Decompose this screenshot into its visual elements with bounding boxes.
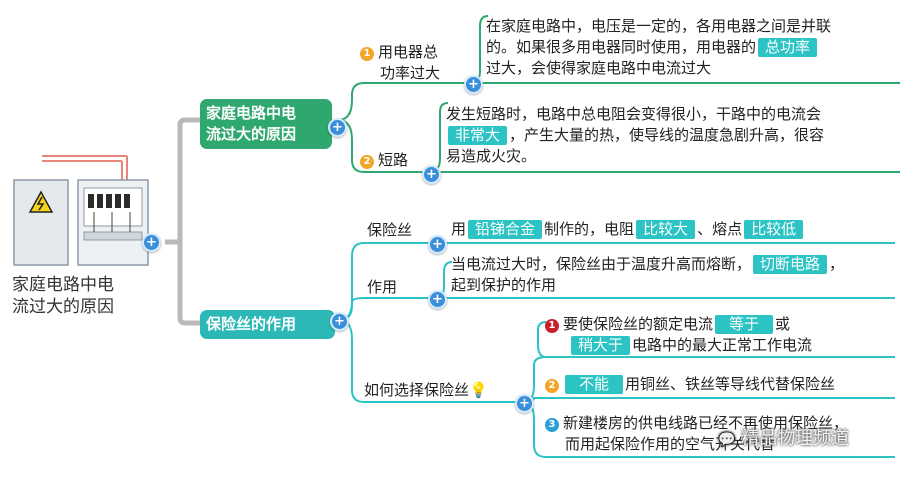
highlight-equal-to: 等于: [715, 315, 774, 334]
node-how-to-choose-fuse[interactable]: 如何选择保险丝💡: [364, 381, 488, 399]
electrical-box-illustration: [12, 152, 152, 270]
number-badge-1: 1: [545, 319, 559, 333]
node-function[interactable]: 作用: [367, 278, 398, 296]
number-badge-3: 3: [545, 418, 559, 432]
topic-household-overcurrent-causes[interactable]: 家庭电路中电 流过大的原因: [200, 99, 332, 149]
highlight-lead-antimony-alloy: 铅锑合金: [468, 220, 543, 239]
highlight-total-power: 总功率: [758, 38, 818, 57]
distribution-box-icon: [13, 155, 149, 266]
highlight-slightly-larger: 稍大于: [571, 336, 631, 355]
fuse-expand-button[interactable]: +: [428, 235, 447, 254]
lightbulb-icon: 💡: [469, 381, 488, 399]
detail-total-power: 在家庭电路中，电压是一定的，各用电器之间是并联 的。如果很多用电器同时使用，用电…: [486, 17, 832, 77]
topic-fuse-function[interactable]: 保险丝的作用: [200, 310, 335, 339]
branch1-expand-button[interactable]: +: [328, 118, 347, 137]
highlight-relatively-large: 比较大: [636, 220, 696, 239]
choose-expand-button[interactable]: +: [515, 394, 534, 413]
highlight-cannot: 不能: [565, 375, 624, 394]
highlight-cut-circuit: 切断电路: [753, 255, 828, 274]
chat-bubble-icon: 💬: [718, 432, 736, 448]
detail-fuse-role: 当电流过大时，保险丝由于温度升高而熔断，切断电路， 起到保护的作用: [451, 255, 845, 294]
detail-fuse-material: 用铅锑合金制作的，电阻比较大、熔点比较低: [451, 219, 901, 240]
number-badge-2: 2: [545, 379, 559, 393]
function-expand-button[interactable]: +: [428, 290, 447, 309]
watermark: 💬 精品物理频道: [718, 428, 850, 449]
branch2-expand-button[interactable]: +: [330, 312, 349, 331]
highlight-relatively-low: 比较低: [744, 220, 804, 239]
number-badge-1: 1: [360, 47, 374, 61]
power-expand-button[interactable]: +: [464, 75, 483, 94]
short-expand-button[interactable]: +: [422, 165, 441, 184]
root-expand-button[interactable]: +: [142, 233, 161, 252]
node-fuse[interactable]: 保险丝: [367, 221, 413, 239]
number-badge-2: 2: [360, 155, 374, 169]
root-label: 家庭电路中电 流过大的原因: [12, 275, 114, 317]
detail-short-circuit: 发生短路时，电路中总电阻会变得很小，干路中的电流会 非常大，产生大量的热，使导线…: [446, 105, 825, 165]
highlight-very-large: 非常大: [448, 126, 508, 145]
